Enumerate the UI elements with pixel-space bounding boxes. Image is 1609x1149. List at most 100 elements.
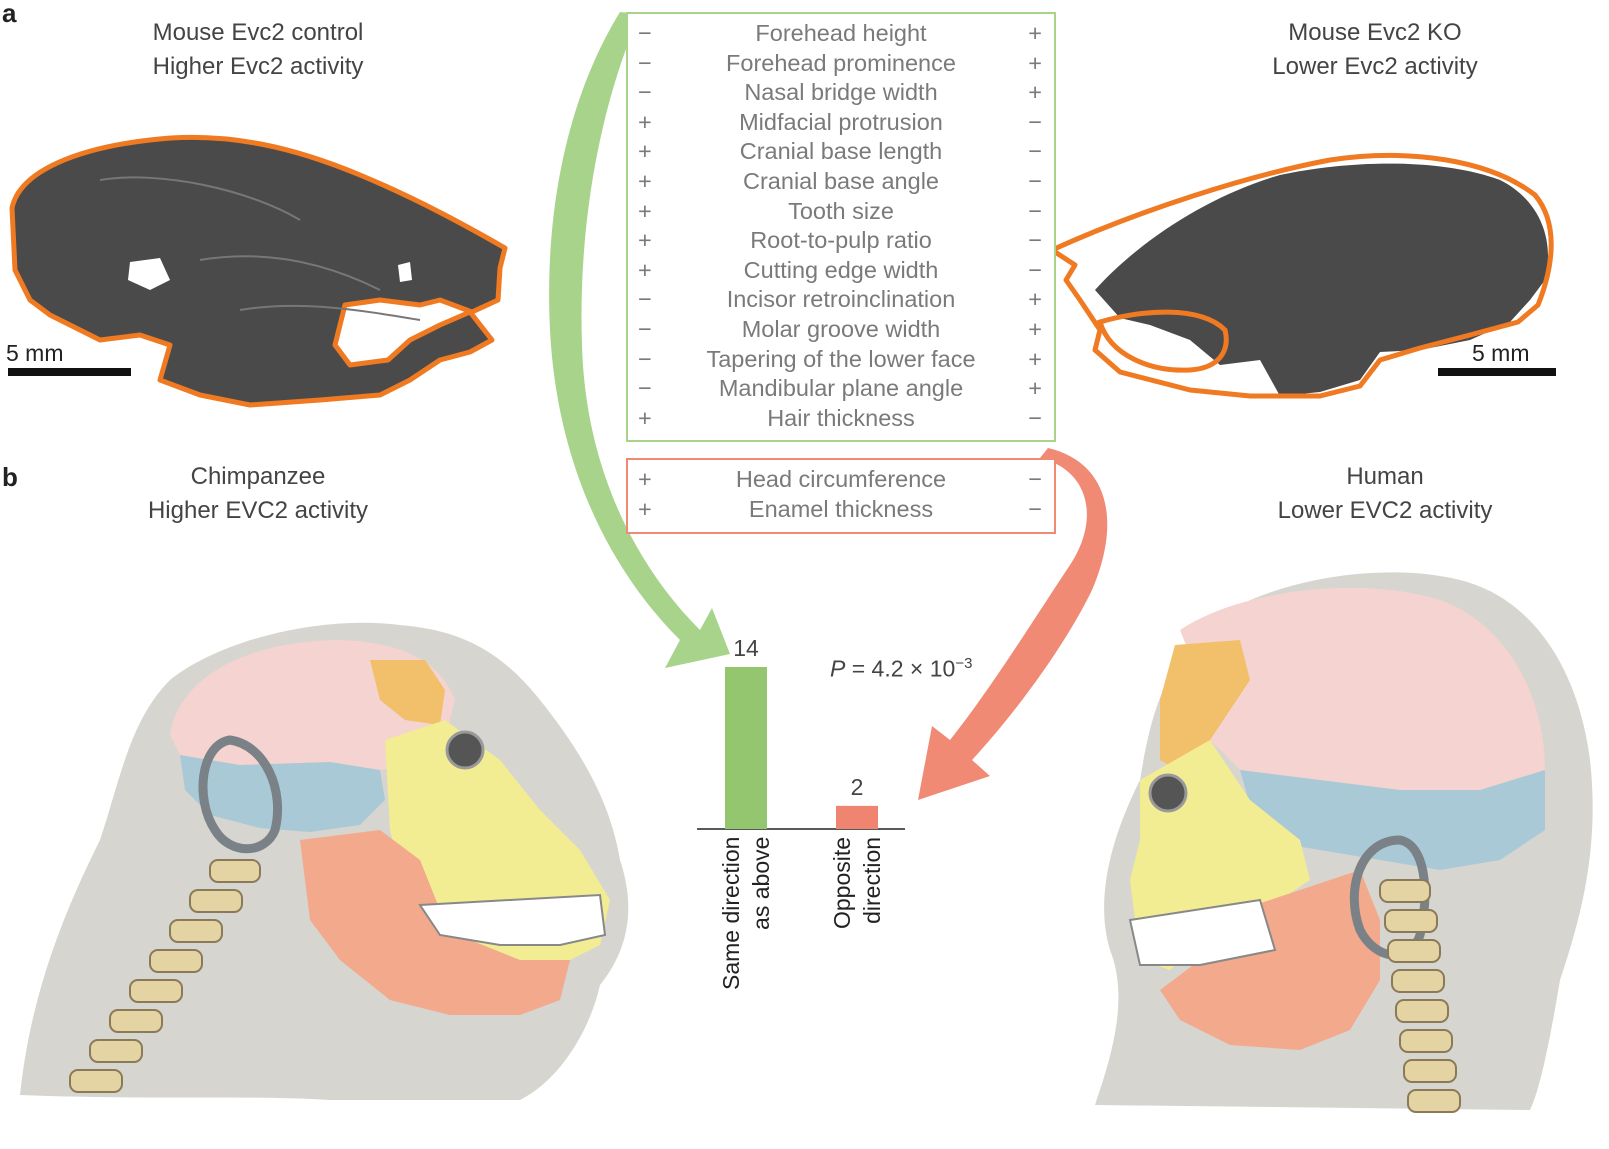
- chimp-head: [20, 622, 629, 1100]
- trait-same-name: Forehead prominence: [726, 49, 956, 76]
- caption-mouse-control-line2: Higher Evc2 activity: [152, 53, 364, 80]
- scale-bar-right: [1438, 368, 1556, 376]
- caption-human-line2: Lower EVC2 activity: [1277, 497, 1493, 524]
- trait-same-sign-right: −: [1028, 256, 1042, 283]
- bar-category-line: as above: [748, 836, 774, 930]
- caption-human: Human Lower EVC2 activity: [1235, 460, 1535, 528]
- bar-category-line: Same direction: [718, 836, 744, 990]
- trait-same-row: + Hair thickness −: [628, 405, 1054, 435]
- trait-same-sign-right: −: [1028, 138, 1042, 165]
- trait-same-row: + Cutting edge width −: [628, 257, 1054, 287]
- p-value-symbol: P: [830, 655, 846, 682]
- trait-same-sign-left: +: [638, 197, 652, 224]
- trait-same-sign-left: −: [638, 345, 652, 372]
- caption-chimp-line2: Higher EVC2 activity: [147, 497, 369, 524]
- trait-same-row: − Forehead height +: [628, 20, 1054, 50]
- trait-same-sign-left: +: [638, 138, 652, 165]
- trait-same-name: Tooth size: [788, 197, 894, 224]
- trait-same-sign-right: +: [1028, 79, 1042, 106]
- p-value-exponent: −3: [955, 655, 973, 672]
- trait-same-row: − Mandibular plane angle +: [628, 375, 1054, 405]
- caption-mouse-control: Mouse Evc2 control Higher Evc2 activity: [108, 16, 408, 84]
- trait-opposite-name: Enamel thickness: [748, 495, 934, 522]
- trait-same-sign-left: −: [638, 49, 652, 76]
- trait-same-name: Forehead height: [755, 20, 927, 46]
- trait-opposite-row: + Head circumference −: [628, 466, 1054, 496]
- trait-same-sign-left: −: [638, 20, 652, 46]
- trait-same-name: Nasal bridge width: [744, 79, 938, 106]
- trait-same-name: Cutting edge width: [743, 256, 939, 283]
- trait-same-row: − Incisor retroinclination +: [628, 286, 1054, 316]
- trait-same-name: Midfacial protrusion: [739, 108, 943, 135]
- trait-opposite-sign-right: −: [1028, 495, 1042, 522]
- trait-same-sign-right: +: [1028, 49, 1042, 76]
- trait-same-sign-left: −: [638, 375, 652, 402]
- scale-bar-right-label: 5 mm: [1472, 340, 1530, 366]
- caption-human-line1: Human: [1346, 463, 1424, 490]
- trait-same-sign-right: +: [1028, 316, 1042, 342]
- trait-same-name: Cranial base angle: [743, 168, 939, 194]
- trait-same-row: +Midfacial protrusion−: [628, 109, 1054, 139]
- trait-opposite-sign-right: −: [1028, 466, 1042, 492]
- trait-same-sign-right: −: [1028, 404, 1042, 431]
- caption-mouse-ko-line1: Mouse Evc2 KO: [1288, 19, 1462, 46]
- trait-same-sign-right: +: [1028, 375, 1042, 402]
- trait-same-sign-left: +: [638, 108, 652, 135]
- trait-same-sign-right: +: [1028, 20, 1042, 46]
- p-value: P = 4.2 × 10−3: [830, 655, 972, 683]
- trait-same-name: Tapering of the lower face: [706, 345, 976, 372]
- trait-same-sign-right: +: [1028, 286, 1042, 313]
- trait-opposite-row: + Enamel thickness −: [628, 496, 1054, 526]
- trait-same-sign-left: +: [638, 227, 652, 254]
- trait-same-row: + Tooth size −: [628, 198, 1054, 228]
- trait-opposite-sign-left: +: [638, 495, 652, 522]
- trait-same-row: − Forehead prominence +: [628, 50, 1054, 80]
- trait-same-sign-left: +: [638, 404, 652, 431]
- trait-same-name: Cranial base length: [739, 138, 943, 165]
- mouse-control-skull: [9, 134, 508, 408]
- bar-value-label: 14: [733, 635, 759, 661]
- trait-same-row: + Cranial base length −: [628, 138, 1054, 168]
- traits-same-box: −Forehead height+−Forehead prominence+−N…: [626, 12, 1056, 442]
- trait-same-name: Mandibular plane angle: [718, 375, 964, 402]
- trait-same-sign-right: +: [1028, 345, 1042, 372]
- panel-letter-b: b: [2, 462, 18, 492]
- salmon-arrow: [918, 448, 1108, 800]
- trait-same-sign-right: −: [1028, 197, 1042, 224]
- human-head: [1095, 572, 1593, 1113]
- caption-mouse-ko-line2: Lower Evc2 activity: [1272, 53, 1478, 80]
- scale-bar-left: [8, 368, 131, 376]
- bar-chart: [697, 667, 905, 830]
- trait-same-sign-left: +: [638, 168, 652, 194]
- caption-chimp: Chimpanzee Higher EVC2 activity: [108, 460, 408, 528]
- trait-same-name: Molar groove width: [741, 316, 941, 342]
- trait-same-sign-right: −: [1028, 168, 1042, 194]
- trait-same-row: − Molar groove width +: [628, 316, 1054, 346]
- caption-mouse-control-line1: Mouse Evc2 control: [152, 19, 364, 46]
- caption-chimp-line1: Chimpanzee: [190, 463, 326, 490]
- trait-same-sign-left: +: [638, 256, 652, 283]
- trait-opposite-name: Head circumference: [735, 466, 947, 492]
- panel-letter-a: a: [2, 0, 17, 28]
- p-value-text: = 4.2 × 10: [845, 655, 956, 682]
- trait-same-sign-left: −: [638, 79, 652, 106]
- traits-opposite-box: + Head circumference − + Enamel thickness −: [626, 458, 1056, 534]
- trait-same-sign-left: −: [638, 316, 652, 342]
- trait-same-sign-left: −: [638, 286, 652, 313]
- green-arrow: [549, 12, 730, 668]
- trait-same-name: Incisor retroinclination: [726, 286, 956, 313]
- bar-same-direction: [725, 667, 767, 829]
- trait-same-name: Root-to-pulp ratio: [750, 227, 932, 254]
- mouse-ko-skull: [1049, 153, 1554, 399]
- bar-value-label: 2: [850, 773, 864, 800]
- trait-same-row: + Cranial base angle −: [628, 168, 1054, 198]
- trait-same-row: +Root-to-pulp ratio−: [628, 227, 1054, 257]
- trait-same-name: Hair thickness: [767, 404, 915, 431]
- trait-opposite-sign-left: +: [638, 466, 652, 492]
- trait-same-row: − Nasal bridge width +: [628, 79, 1054, 109]
- bar-opposite-direction: [836, 805, 878, 829]
- trait-same-row: − Tapering of the lower face +: [628, 346, 1054, 376]
